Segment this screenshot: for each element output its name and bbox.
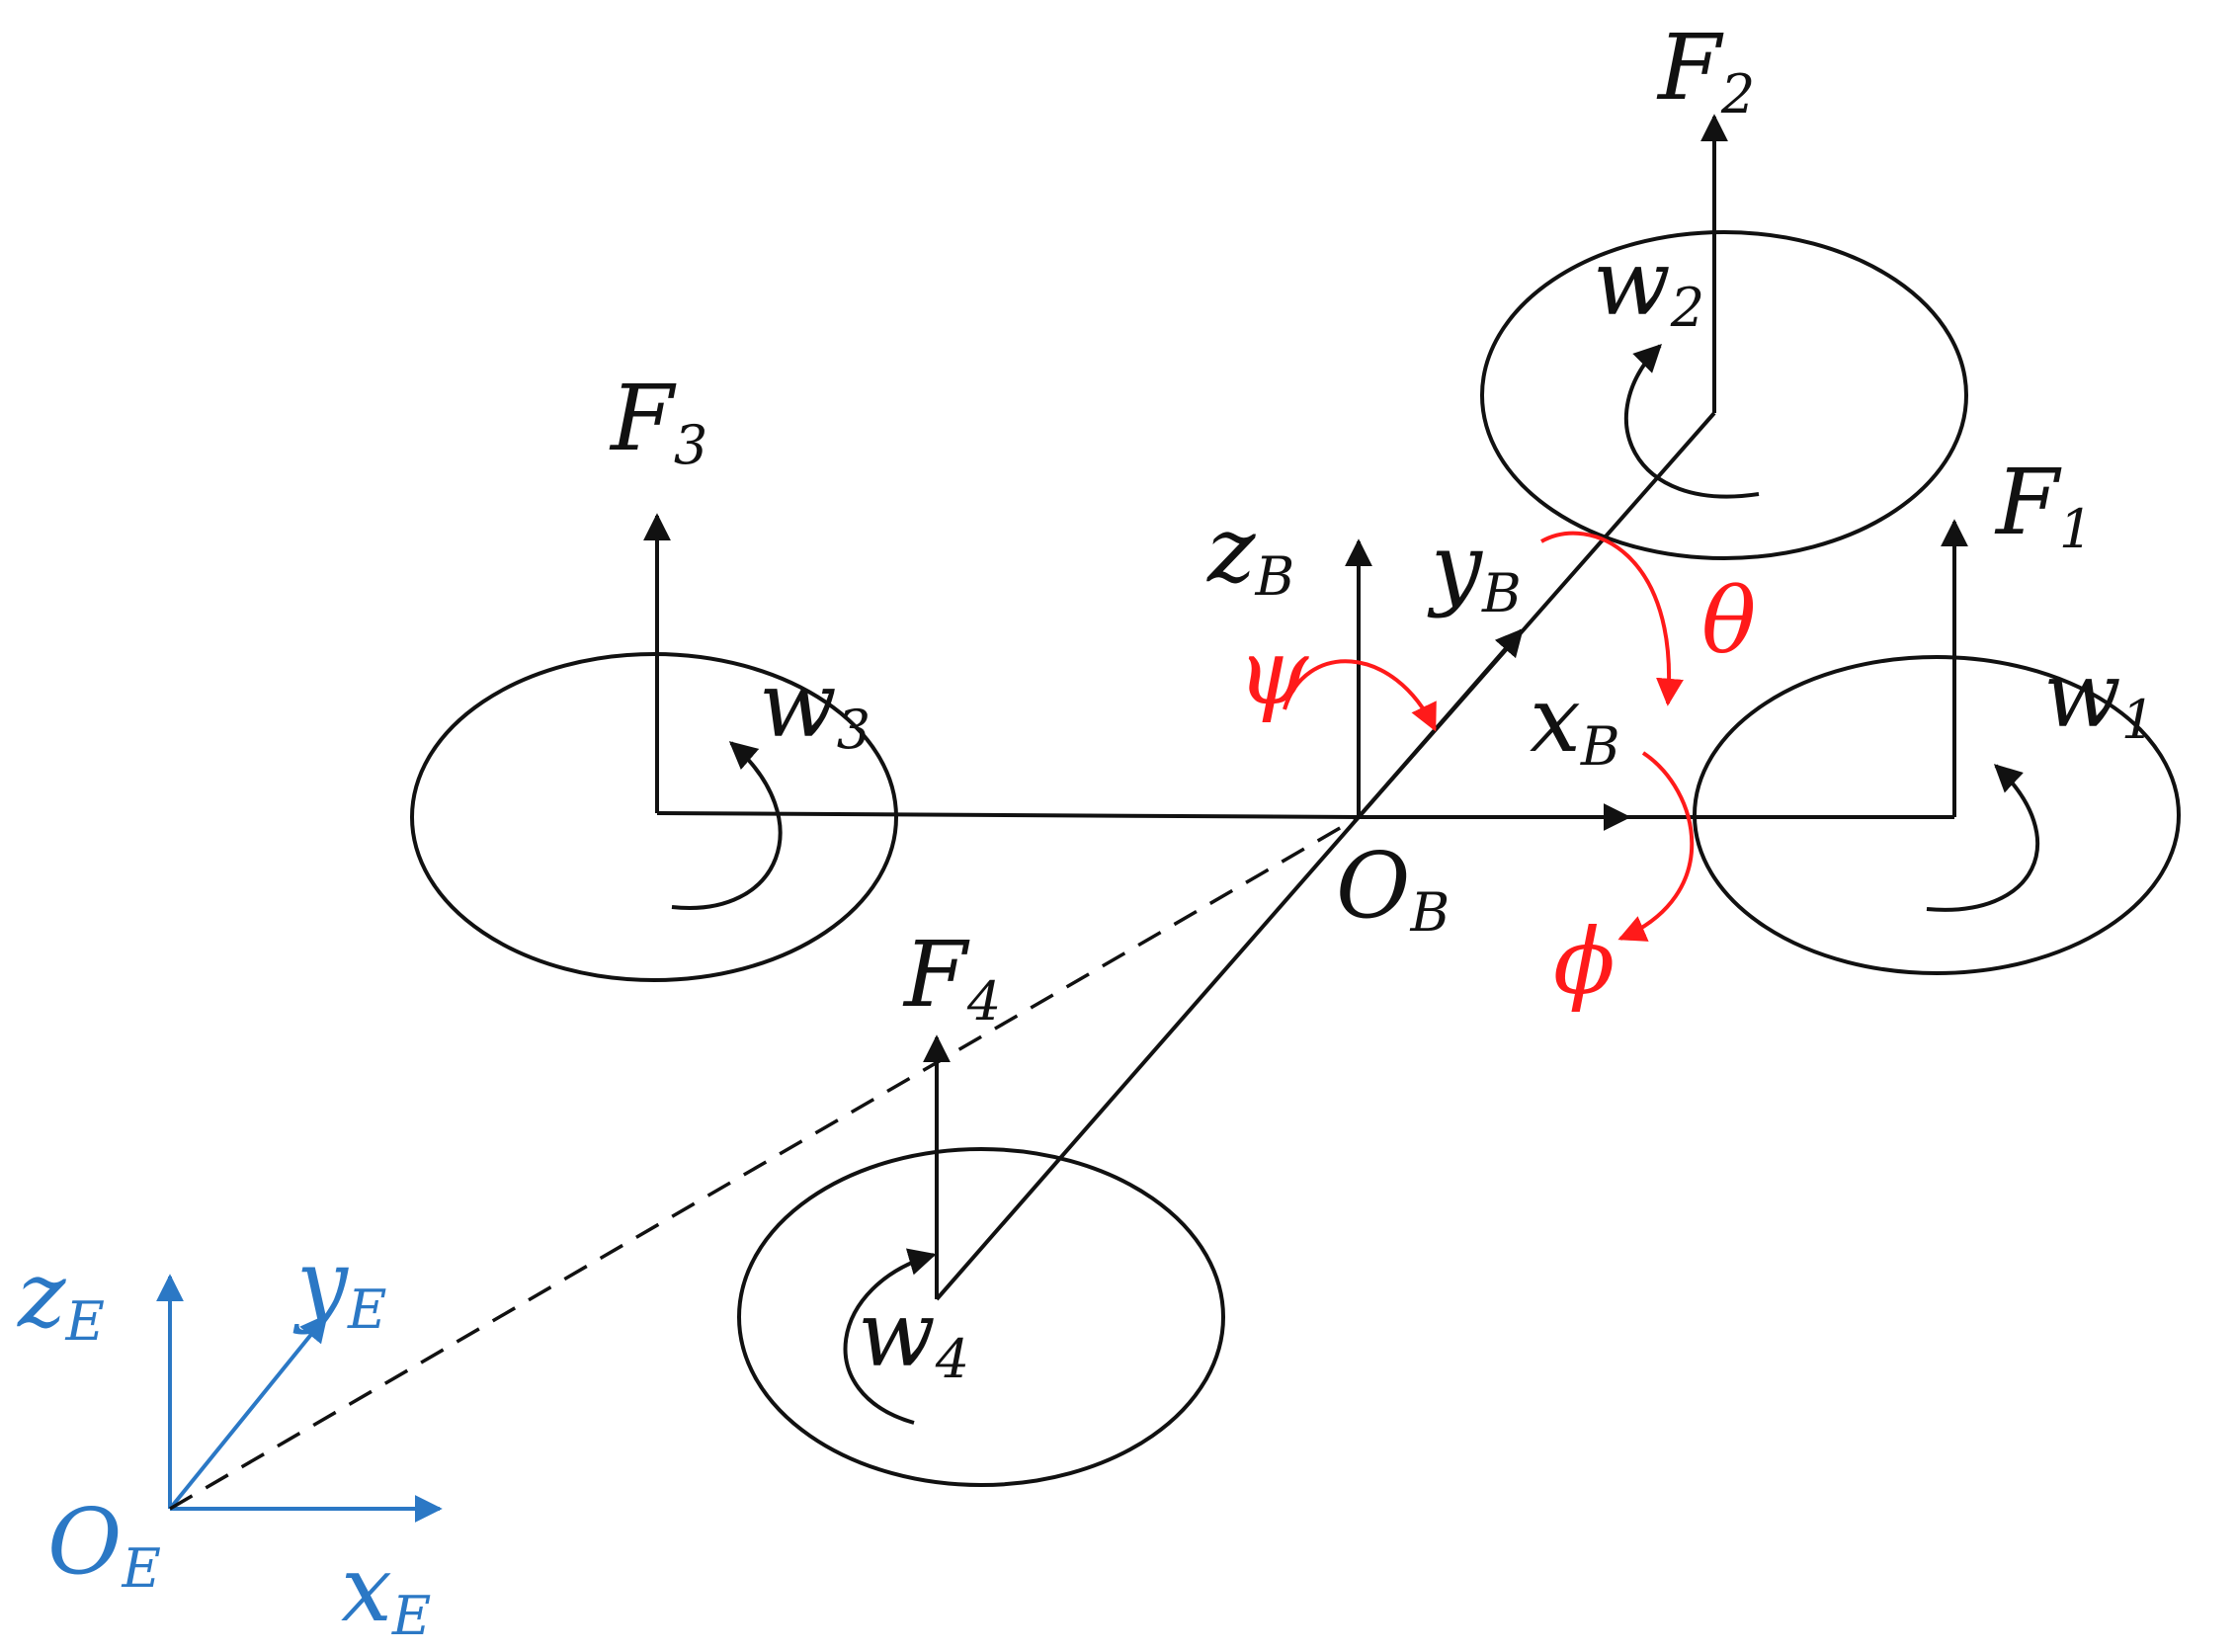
earth-frame-axes [156,1274,443,1523]
rotor-discs [410,230,2181,1487]
psi-arrow [1283,659,1437,732]
rotor-4-disc [737,1147,1225,1487]
arm-diagonal-lower [935,815,1361,1301]
label-ob: OB [1336,833,1450,944]
rotor-2-disc [1480,230,1968,560]
label-f1: F1 [1994,450,2093,560]
attitude-angle-arrows [1283,531,1695,942]
spin-w1-arrow [1926,764,2039,912]
spin-w4-arrow [843,1248,937,1425]
phi-arrow [1617,751,1695,942]
label-xb: xB [1530,667,1620,778]
label-f2: F2 [1656,15,1755,125]
label-w3: w3 [759,652,870,761]
airframe-arms [656,411,1954,1301]
label-psi: ψ [1237,620,1309,725]
label-zb: zB [1206,497,1294,608]
body-frame-axes [1345,538,1631,831]
rotor-spin-arrows [671,344,2039,1425]
label-w2: w2 [1593,230,1704,339]
spin-w2-arrow [1623,344,1760,499]
label-yb: yB [1427,514,1522,624]
yb-axis-arrow [1357,627,1524,819]
label-f4: F4 [902,922,1001,1032]
position-vector-dashed [169,815,1360,1511]
label-w4: w4 [858,1281,969,1390]
spin-w3-arrow [671,741,783,910]
label-xe: xE [341,1536,431,1647]
theta-arrow [1540,531,1684,706]
label-w1: w1 [2043,642,2155,751]
label-phi: ϕ [1553,909,1616,1015]
label-theta: θ [1701,568,1756,674]
ye-axis-arrow [168,1313,328,1511]
label-ye: yE [292,1230,386,1341]
arm-left [656,811,1360,819]
label-ze: zE [17,1242,105,1353]
labels: F2 F1 F3 F4 w2 w1 w3 w4 zB yB xB [17,15,2155,1647]
label-oe: OE [47,1489,161,1600]
label-f3: F3 [609,366,707,476]
rotor-3-disc [410,652,898,982]
thrust-vectors [643,114,1968,1299]
